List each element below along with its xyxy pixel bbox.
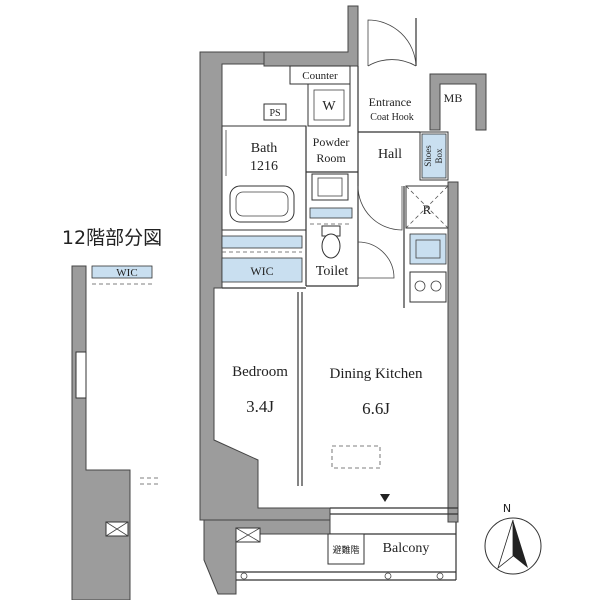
inset-wic-shelf [91, 265, 153, 279]
fridge-diag-2 [405, 185, 449, 229]
mb-wall [429, 73, 487, 131]
evac-hatch-box [327, 533, 365, 565]
powder-room-label: Room [316, 151, 346, 165]
shoes-label: Shoes [423, 145, 433, 167]
powder-label: Powder [313, 135, 350, 149]
balcony-label: Balcony [383, 541, 430, 556]
interior-lines [221, 18, 458, 581]
bedroom-label: Bedroom [232, 364, 288, 380]
inset-window [75, 351, 87, 399]
ps-label: PS [269, 108, 280, 119]
drain-left [240, 572, 248, 580]
cooktop [409, 271, 447, 303]
washer-box [307, 83, 351, 127]
bedroom-size-label: 3.4J [246, 397, 274, 416]
counter-label: Counter [302, 70, 338, 82]
inset-wic-label: WIC [116, 267, 137, 279]
entry-marker-icon [380, 494, 390, 502]
entrance-door-swing [367, 59, 417, 67]
hall-door-swing [357, 185, 403, 231]
floor-note-label: 12階部分図 [62, 227, 162, 249]
fridge-label: R [423, 202, 432, 217]
inset-unit-diag-2 [105, 521, 129, 537]
burner-1 [414, 280, 426, 292]
washer-label: W [322, 99, 336, 114]
entrance-label: Entrance [369, 95, 412, 109]
sink-bowl [317, 177, 343, 197]
hall-label: Hall [378, 147, 402, 162]
inset-outer-wall [71, 265, 131, 600]
top-wall [263, 5, 359, 67]
compass-needle-outline [497, 519, 514, 570]
bathtub [229, 185, 295, 223]
bathtub-inner [235, 191, 289, 217]
right-wall [447, 181, 459, 523]
bath-label: Bath [251, 141, 277, 156]
entrance-door-arc [367, 19, 417, 67]
balcony-slab [203, 519, 331, 595]
evac-hatch-label: 避難階 [332, 544, 359, 556]
ps-box [263, 103, 287, 121]
kitchen-sink-bowl [415, 239, 441, 259]
compass-label: N [503, 502, 511, 515]
mb-label: MB [444, 91, 463, 105]
drain-right [436, 572, 444, 580]
dining-label: Dining Kitchen [330, 366, 423, 382]
shoes-box [421, 133, 447, 179]
toilet-bowl [321, 233, 341, 259]
toilet-label: Toilet [316, 264, 349, 279]
dining-dashed-area [331, 445, 381, 469]
burner-2 [430, 280, 442, 292]
box-label: Box [434, 148, 444, 164]
wic-lower-shelf [221, 257, 303, 283]
coat-hook-label: Coat Hook [370, 112, 414, 123]
inset-plan [71, 265, 160, 600]
drain-mid [384, 572, 392, 580]
labels: 12階部分図 Counter PS W Entrance Coat Hook M… [62, 70, 462, 556]
toilet-shelf [309, 207, 353, 219]
toilet-door-swing [357, 241, 395, 279]
bath-size-label: 1216 [250, 159, 278, 174]
wic-upper-shelf [221, 235, 303, 249]
compass: N [484, 502, 542, 575]
unit-diag-2 [235, 527, 261, 543]
compass-needle-icon [513, 520, 528, 568]
kitchen-sink [409, 233, 447, 265]
dining-size-label: 6.6J [362, 399, 390, 418]
wic-label: WIC [250, 264, 273, 278]
washer-inner [313, 89, 345, 121]
